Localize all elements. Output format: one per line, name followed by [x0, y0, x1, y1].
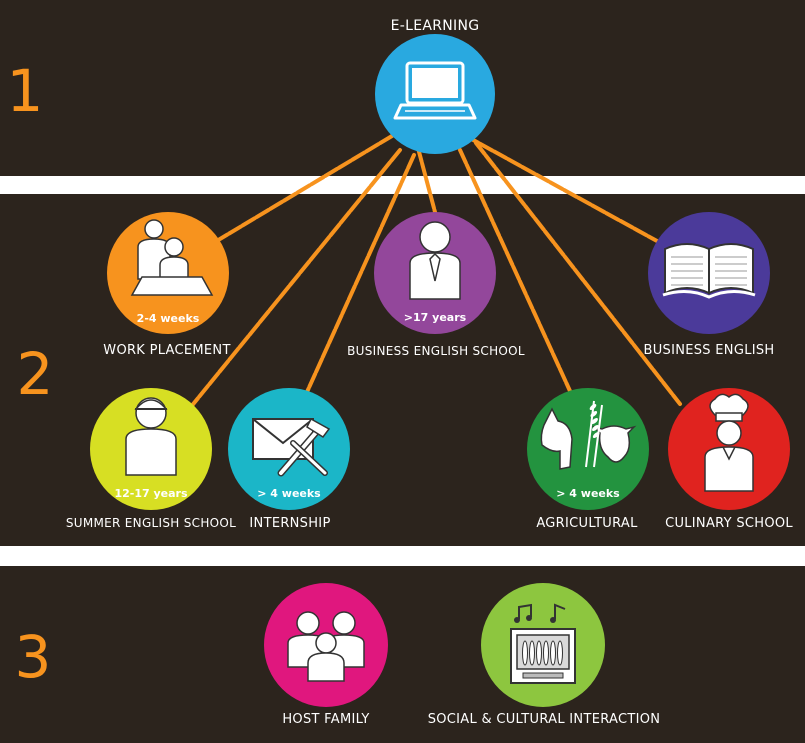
laptop-icon: [393, 61, 477, 120]
connector-business-english: [464, 134, 659, 243]
business-english-school-badge: >17 years: [403, 311, 467, 324]
agricultural-label: AGRICULTURAL: [536, 516, 638, 531]
section-number-1: 1: [6, 57, 44, 125]
work-placement-badge: 2-4 weeks: [136, 312, 200, 325]
connector-business-english-school: [416, 146, 437, 214]
envelope-tools-icon: [252, 417, 331, 477]
connector-work-placement: [213, 134, 394, 244]
family-icon: [287, 611, 365, 682]
business-english-school-label: BUSINESS ENGLISH SCHOOL: [347, 344, 525, 358]
connector-internship: [305, 153, 416, 394]
student-cap-icon: [125, 397, 177, 476]
internship-label: INTERNSHIP: [249, 516, 331, 531]
summer-english-school-badge: 12-17 years: [114, 487, 188, 500]
social-cultural-label: SOCIAL & CULTURAL INTERACTION: [427, 712, 661, 727]
summer-english-school-label: SUMMER ENGLISH SCHOOL: [65, 516, 237, 530]
connector-agricultural: [458, 148, 572, 393]
jukebox-icon: [510, 603, 576, 684]
chef-icon: [704, 393, 754, 492]
businessman-icon: [409, 221, 461, 300]
section-band-3: [0, 566, 805, 743]
connector-summer-english-school: [188, 148, 402, 410]
agricultural-badge: > 4 weeks: [556, 487, 620, 500]
section-number-2: 2: [16, 340, 54, 408]
divider-2: [0, 546, 805, 566]
open-book-icon: [662, 243, 756, 299]
horse-cow-icon: [540, 400, 637, 470]
business-english-label: BUSINESS ENGLISH: [643, 343, 775, 358]
e-learning-label: E-LEARNING: [390, 18, 480, 34]
section-number-3: 3: [14, 623, 52, 691]
connector-culinary-school: [474, 141, 682, 406]
internship-badge: > 4 weeks: [257, 487, 321, 500]
work-placement-label: WORK PLACEMENT: [103, 343, 231, 358]
teacher-student-icon: [130, 219, 214, 296]
connectors: [188, 134, 682, 410]
host-family-label: HOST FAMILY: [282, 712, 370, 727]
culinary-school-label: CULINARY SCHOOL: [665, 516, 793, 531]
